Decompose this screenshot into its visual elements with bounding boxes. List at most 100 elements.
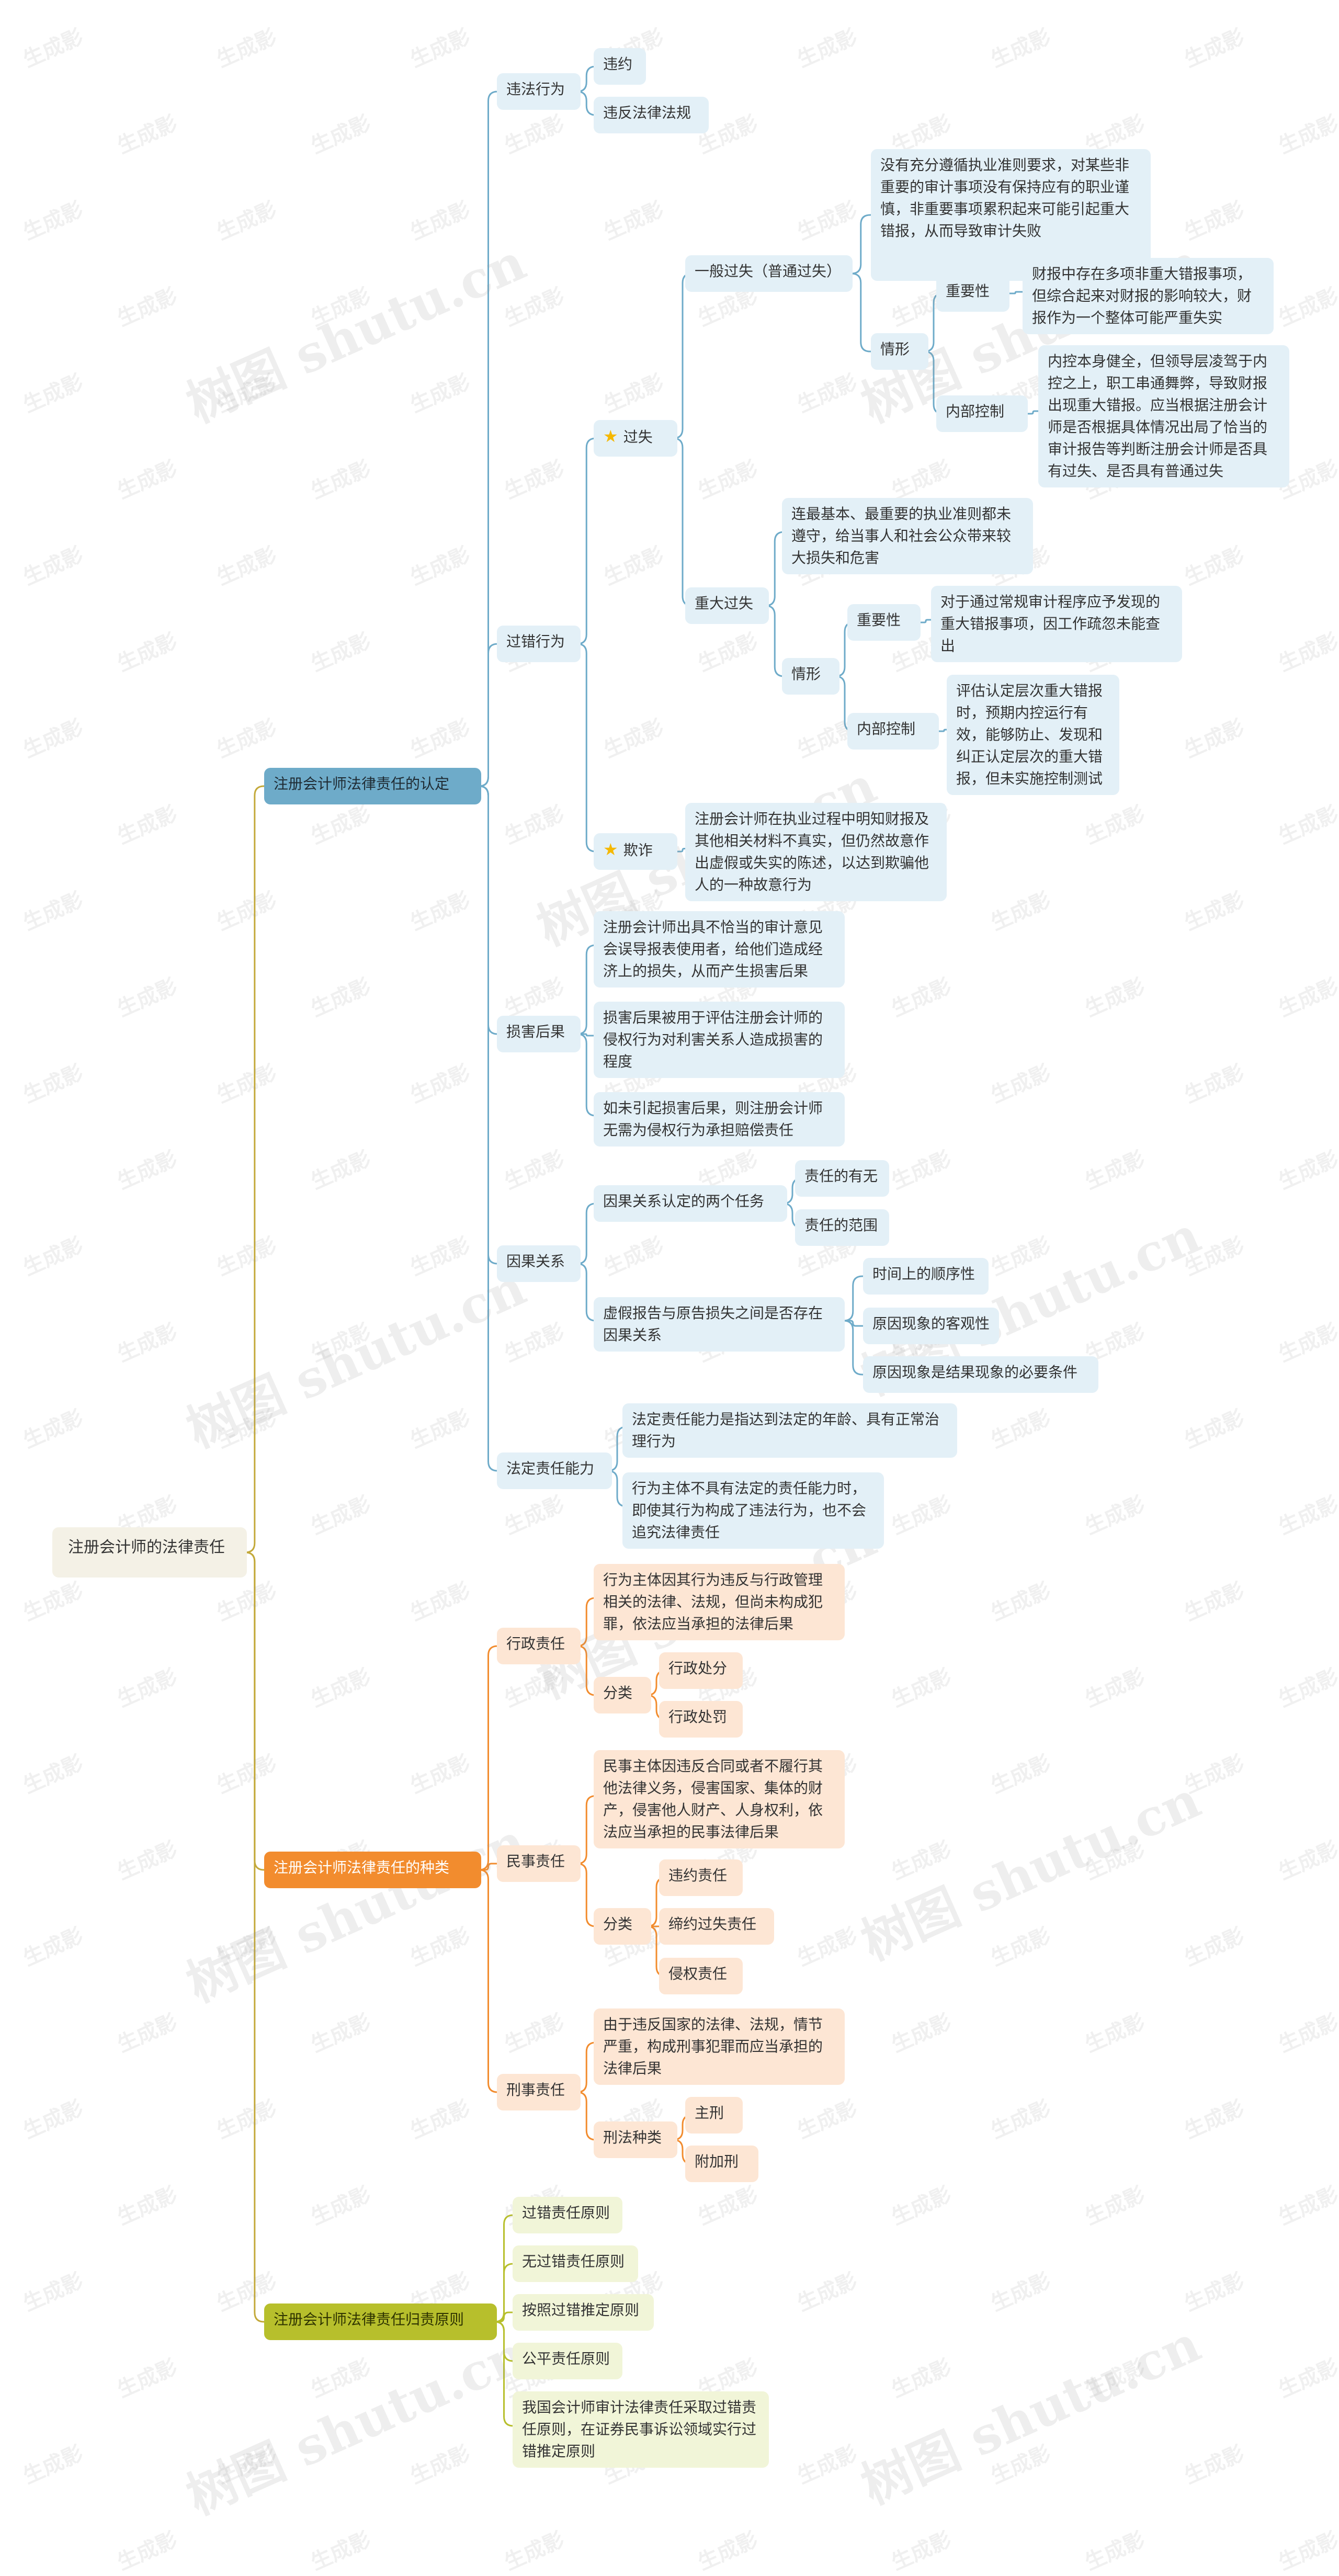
root-topic[interactable]: 注册会计师的法律责任 [52,1527,247,1578]
leaf-damage-3-label: 如未引起损害后果，则注册会计师无需为侵权行为承担赔偿责任 [603,1099,823,1139]
branch-liability-types[interactable]: 注册会计师法律责任的种类 [264,1852,481,1888]
star-icon: ★ [603,426,618,446]
node-major-negligence[interactable]: 重大过失 [685,587,769,624]
leaf-capacity-1[interactable]: 法定责任能力是指达到法定的年龄、具有正常治理行为 [622,1403,957,1458]
star-icon: ★ [603,839,618,859]
node-fraud[interactable]: ★ 欺诈 [594,833,677,870]
leaf-fault-principle[interactable]: 过错责任原则 [513,2197,622,2233]
node-admin-class-label: 分类 [603,1684,633,1701]
leaf-supplementary-penalty[interactable]: 附加刑 [685,2146,758,2182]
node-general-situation-label: 情形 [880,341,910,358]
desc-criminal-label: 由于违反国家的法律、法规，情节严重，构成刑事犯罪而应当承担的法律后果 [603,2016,823,2077]
leaf-necessary-condition-label: 原因现象是结果现象的必要条件 [872,1364,1078,1381]
desc-criminal[interactable]: 由于违反国家的法律、法规，情节严重，构成刑事犯罪而应当承担的法律后果 [594,2008,845,2085]
node-violation-label: 违法行为 [506,81,565,98]
leaf-damage-2-label: 损害后果被用于评估注册会计师的侵权行为对利害关系人造成损害的程度 [603,1009,823,1070]
node-admin-liability-label: 行政责任 [506,1635,565,1652]
watermark-small: 生成影 [694,2527,762,2575]
node-criminal-liability-label: 刑事责任 [506,2081,565,2098]
leaf-objectivity-label: 原因现象的客观性 [872,1315,990,1332]
desc-major-negligence[interactable]: 连最基本、最重要的执业准则都未遵守，给当事人和社会公众带来较大损失和危害 [782,498,1033,574]
node-damage[interactable]: 损害后果 [497,1016,581,1052]
desc-general-importance[interactable]: 财报中存在多项非重大错报事项，但综合起来对财报的影响较大，财报作为一个整体可能严… [1023,258,1274,334]
node-admin-class[interactable]: 分类 [594,1677,651,1713]
connector-line [851,273,871,353]
leaf-admin-penalty[interactable]: 行政处罚 [659,1701,743,1738]
node-general-importance[interactable]: 重要性 [936,275,1009,312]
leaf-principal-penalty[interactable]: 主刑 [685,2097,743,2134]
leaf-admin-sanction[interactable]: 行政处分 [659,1652,743,1689]
connector-line [479,1645,498,1871]
connector-line [479,1869,498,2093]
node-major-importance[interactable]: 重要性 [847,604,921,641]
leaf-liability-existence[interactable]: 责任的有无 [795,1160,889,1197]
connector-line [577,1645,596,1696]
node-major-control[interactable]: 内部控制 [847,713,939,750]
leaf-culpa-liability[interactable]: 缔约过失责任 [659,1908,774,1945]
desc-general-control[interactable]: 内控本身健全，但领导层凌驾于内控之上，职工串通舞弊，导致财报出现重大错报。应当根… [1038,345,1289,487]
leaf-china-practice[interactable]: 我国会计师审计法律责任采取过错责任原则，在证券民事诉讼领域实行过错推定原则 [513,2391,769,2468]
node-civil-class[interactable]: 分类 [594,1908,651,1945]
node-criminal-class[interactable]: 刑法种类 [594,2121,677,2158]
leaf-tort-liability-label: 侵权责任 [668,1965,728,1982]
connector-line [577,1263,596,1322]
node-criminal-liability[interactable]: 刑事责任 [497,2074,581,2110]
leaf-fault-principle-label: 过错责任原则 [522,2204,610,2221]
leaf-time-order[interactable]: 时间上的顺序性 [863,1258,989,1295]
connector-line [577,2041,596,2093]
leaf-no-fault-principle[interactable]: 无过错责任原则 [513,2245,638,2282]
node-civil-liability[interactable]: 民事责任 [497,1845,581,1882]
leaf-breach-liability-label: 违约责任 [668,1867,728,1884]
desc-general-negligence[interactable]: 没有充分遵循执业准则要求，对某些非重要的审计事项没有保持应有的职业谨慎，非重要事… [871,149,1151,281]
desc-major-control[interactable]: 评估认定层次重大错报时，预期内控运行有效，能够防止、发现和纠正认定层次的重大错报… [947,675,1119,795]
node-false-report-causality[interactable]: 虚假报告与原告损失之间是否存在因果关系 [594,1297,845,1352]
connector-line [494,2321,514,2427]
leaf-presumed-fault-principle[interactable]: 按照过错推定原则 [513,2294,654,2331]
leaf-breach-liability[interactable]: 违约责任 [659,1859,743,1896]
node-admin-liability[interactable]: 行政责任 [497,1628,581,1664]
node-negligence[interactable]: ★过失 [594,420,677,457]
leaf-capacity-2[interactable]: 行为主体不具有法定的责任能力时，即使其行为构成了违法行为，也不会追究法律责任 [622,1472,884,1549]
desc-general-negligence-label: 没有充分遵循执业准则要求，对某些非重要的审计事项没有保持应有的职业谨慎，非重要事… [880,156,1130,240]
node-fault-act[interactable]: 过错行为 [497,626,581,662]
leaf-capacity-1-label: 法定责任能力是指达到法定的年龄、具有正常治理行为 [632,1411,940,1450]
node-fraud-label: 欺诈 [623,842,653,859]
node-major-situation[interactable]: 情形 [782,658,839,695]
leaf-breach-contract-label: 违约 [603,55,633,73]
leaf-damage-2[interactable]: 损害后果被用于评估注册会计师的侵权行为对利害关系人造成损害的程度 [594,1002,845,1078]
node-causality[interactable]: 因果关系 [497,1245,581,1282]
node-legal-capacity-label: 法定责任能力 [506,1460,595,1477]
desc-admin[interactable]: 行为主体因其行为违反与行政管理相关的法律、法规，但尚未构成犯罪，依法应当承担的法… [594,1564,845,1640]
leaf-tort-liability[interactable]: 侵权责任 [659,1958,743,1994]
desc-admin-label: 行为主体因其行为违反与行政管理相关的法律、法规，但尚未构成犯罪，依法应当承担的法… [603,1571,823,1632]
desc-fraud[interactable]: 注册会计师在执业过程中明知财报及其他相关材料不真实，但仍然故意作出虚假或失实的陈… [685,803,947,901]
desc-civil[interactable]: 民事主体因违反合同或者不履行其他法律义务，侵害国家、集体的财产，侵害他人财产、人… [594,1750,845,1848]
node-major-importance-label: 重要性 [857,611,901,629]
branch-liability-principles[interactable]: 注册会计师法律责任归责原则 [264,2303,497,2340]
watermark-small: 生成影 [1275,2527,1339,2575]
leaf-supplementary-penalty-label: 附加刑 [695,2153,739,2170]
node-major-negligence-label: 重大过失 [695,595,754,612]
desc-fraud-label: 注册会计师在执业过程中明知财报及其他相关材料不真实，但仍然故意作出虚假或失实的陈… [695,810,929,893]
node-general-situation[interactable]: 情形 [871,333,928,370]
node-legal-capacity[interactable]: 法定责任能力 [497,1452,612,1489]
node-general-control[interactable]: 内部控制 [936,395,1028,432]
desc-major-negligence-label: 连最基本、最重要的执业准则都未遵守，给当事人和社会公众带来较大损失和危害 [791,505,1012,566]
leaf-fair-principle[interactable]: 公平责任原则 [513,2343,622,2379]
branch-liability-determination[interactable]: 注册会计师法律责任的认定 [264,768,481,804]
leaf-fair-principle-label: 公平责任原则 [522,2350,610,2367]
leaf-violate-law[interactable]: 违反法律法规 [594,97,709,133]
node-general-negligence[interactable]: 一般过失（普通过失） [685,255,853,292]
leaf-liability-scope[interactable]: 责任的范围 [795,1209,889,1246]
node-violation[interactable]: 违法行为 [497,73,581,110]
leaf-damage-3[interactable]: 如未引起损害后果，则注册会计师无需为侵权行为承担赔偿责任 [594,1092,845,1147]
leaf-breach-contract[interactable]: 违约 [594,48,646,85]
node-false-report-causality-label: 虚假报告与原告损失之间是否存在因果关系 [603,1304,823,1344]
connector-line [1028,410,1038,415]
leaf-damage-1[interactable]: 注册会计师出具不恰当的审计意见会误导报表使用者，给他们造成经济上的损失，从而产生… [594,911,845,988]
leaf-no-fault-principle-label: 无过错责任原则 [522,2253,625,2270]
desc-major-importance[interactable]: 对于通过常规审计程序应予发现的重大错报事项，因工作疏忽未能查出 [931,586,1182,662]
leaf-objectivity[interactable]: 原因现象的客观性 [863,1308,999,1344]
leaf-necessary-condition[interactable]: 原因现象是结果现象的必要条件 [863,1356,1098,1393]
node-causality-tasks[interactable]: 因果关系认定的两个任务 [594,1185,787,1222]
